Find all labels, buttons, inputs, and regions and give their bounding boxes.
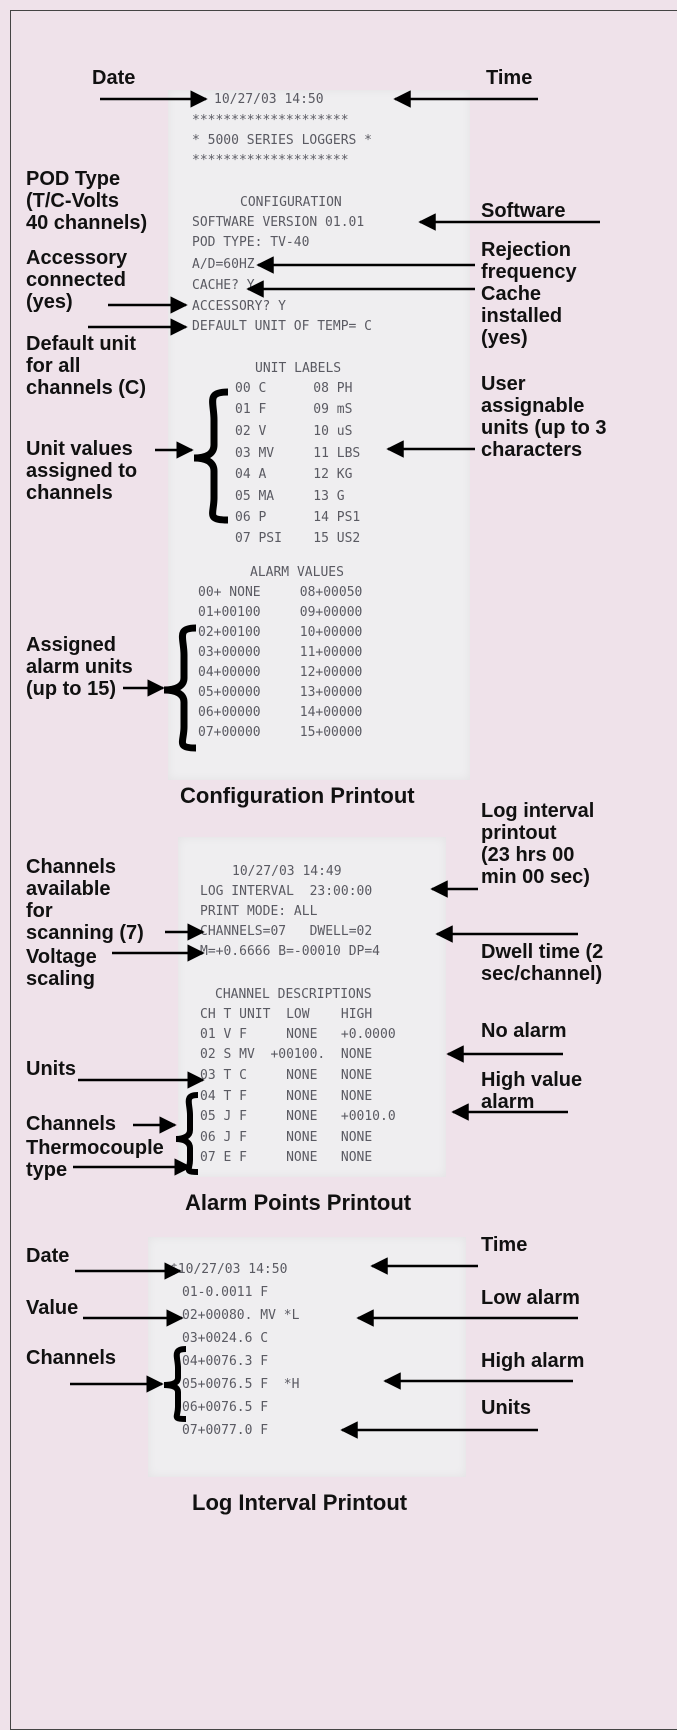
channels-label: Channels [26,1113,117,1135]
configuration-printout-paper [168,90,470,780]
rejection-frequency-label: Rejection frequency [481,239,577,283]
config-printout-line: UNIT LABELS [255,361,342,376]
config-printout-line: 05+00000 13+00000 [198,685,363,700]
log-printout-line: 06+0076.5 F [182,1400,269,1415]
unit-values-label: Unit values assigned to channels [26,438,138,504]
config-printout-line: * 5000 SERIES LOGGERS * [192,133,373,148]
log-date-label: Date [26,1245,70,1267]
default-unit-label: Default unit for all channels (C) [26,333,147,399]
no-alarm-label: No alarm [481,1020,567,1042]
config-printout-line: 02 V 10 uS [235,424,353,439]
alarm-printout-line: CHANNEL DESCRIPTIONS [215,987,372,1002]
config-printout-line: CONFIGURATION [240,195,342,210]
alarm-printout-line: 05 J F NONE +0010.0 [200,1109,396,1124]
alarm-printout-line: 01 V F NONE +0.0000 [200,1027,396,1042]
thermocouple-type-label: Thermocouple type [26,1137,164,1181]
config-printout-line: 05 MA 13 G [235,489,345,504]
accessory-label: Accessory connected (yes) [26,247,128,313]
alarm-printout-line: CHANNELS=07 DWELL=02 [200,924,373,939]
alarm-printout-line: M=+0.6666 B=-00010 DP=4 [200,944,381,959]
alarm-points-printout-caption: Alarm Points Printout [185,1190,412,1215]
voltage-scaling-label: Voltage scaling [26,946,97,990]
config-printout-line: 03+00000 11+00000 [198,645,363,660]
config-printout-line: 06 P 14 PS1 [235,510,361,525]
config-printout-line: A/D=60HZ [192,257,255,272]
cache-label: Cache installed (yes) [481,283,563,349]
config-printout-line: 00 C 08 PH [235,381,353,396]
config-printout-line: 02+00100 10+00000 [198,625,363,640]
config-printout-line: ******************** [192,113,349,128]
config-printout-line: ALARM VALUES [250,565,344,580]
alarm-printout-line: LOG INTERVAL 23:00:00 [200,884,373,899]
alarm-points-printout-paper [178,837,446,1177]
date-label: Date [92,67,136,89]
high-value-alarm-label: High value alarm [481,1069,583,1113]
config-printout-line: 10/27/03 14:50 [214,92,324,107]
config-printout-line: 07 PSI 15 US2 [235,531,361,546]
log-printout-line: 01-0.0011 F [182,1285,269,1300]
config-printout-line: 03 MV 11 LBS [235,446,361,461]
software-label: Software [481,200,566,222]
log-interval-printout-paper [148,1237,466,1477]
user-units-label: User assignable units (up to 3 character… [481,373,607,461]
alarm-printout-line: 04 T F NONE NONE [200,1089,373,1104]
config-printout-line: DEFAULT UNIT OF TEMP= C [192,319,373,334]
log-interval-printout-caption: Log Interval Printout [192,1490,408,1515]
log-printout-line: 05+0076.5 F *H [182,1377,300,1392]
config-printout-line: 04 A 12 KG [235,467,353,482]
config-printout-line: ACCESSORY? Y [192,299,286,314]
log-printout-line: $10/27/03 14:50 [170,1262,288,1277]
config-printout-line: 00+ NONE 08+00050 [198,585,363,600]
alarm-printout-line: 10/27/03 14:49 [232,864,342,879]
high-alarm-label: High alarm [481,1350,585,1372]
config-printout-line: 06+00000 14+00000 [198,705,363,720]
brace-log-channels [163,1346,187,1422]
log-channels-label: Channels [26,1347,117,1369]
log-printout-line: 04+0076.3 F [182,1354,269,1369]
brace-unit-values [193,388,229,524]
log-units-label: Units [481,1397,531,1419]
config-printout-line: 07+00000 15+00000 [198,725,363,740]
log-printout-line: 02+00080. MV *L [182,1308,300,1323]
alarm-printout-line: 07 E F NONE NONE [200,1150,373,1165]
alarm-printout-line: 06 J F NONE NONE [200,1130,373,1145]
alarm-printout-line: 02 S MV +00100. NONE [200,1047,373,1062]
alarm-printout-line: PRINT MODE: ALL [200,904,318,919]
log-interval-label: Log interval printout (23 hrs 00 min 00 … [481,800,595,888]
log-time-label: Time [481,1234,528,1256]
config-printout-line: POD TYPE: TV-40 [192,235,310,250]
alarm-units-label: Assigned alarm units (up to 15) [26,634,133,700]
low-alarm-label: Low alarm [481,1287,580,1309]
log-printout-line: 07+0077.0 F [182,1423,269,1438]
alarm-printout-line: CH T UNIT LOW HIGH [200,1007,373,1022]
config-printout-line: 01+00100 09+00000 [198,605,363,620]
configuration-printout-caption: Configuration Printout [180,783,415,808]
pod-type-label: POD Type (T/C-Volts 40 channels) [26,168,148,234]
value-label: Value [26,1297,79,1319]
config-printout-line: 01 F 09 mS [235,402,353,417]
config-printout-line: SOFTWARE VERSION 01.01 [192,215,365,230]
units-label: Units [26,1058,76,1080]
config-printout-line: 04+00000 12+00000 [198,665,363,680]
log-printout-line: 03+0024.6 C [182,1331,269,1346]
dwell-time-label: Dwell time (2 sec/channel) [481,941,604,985]
channels-available-label: Channels available for scanning (7) [26,856,144,944]
config-printout-line: ******************** [192,153,349,168]
time-label: Time [486,67,533,89]
